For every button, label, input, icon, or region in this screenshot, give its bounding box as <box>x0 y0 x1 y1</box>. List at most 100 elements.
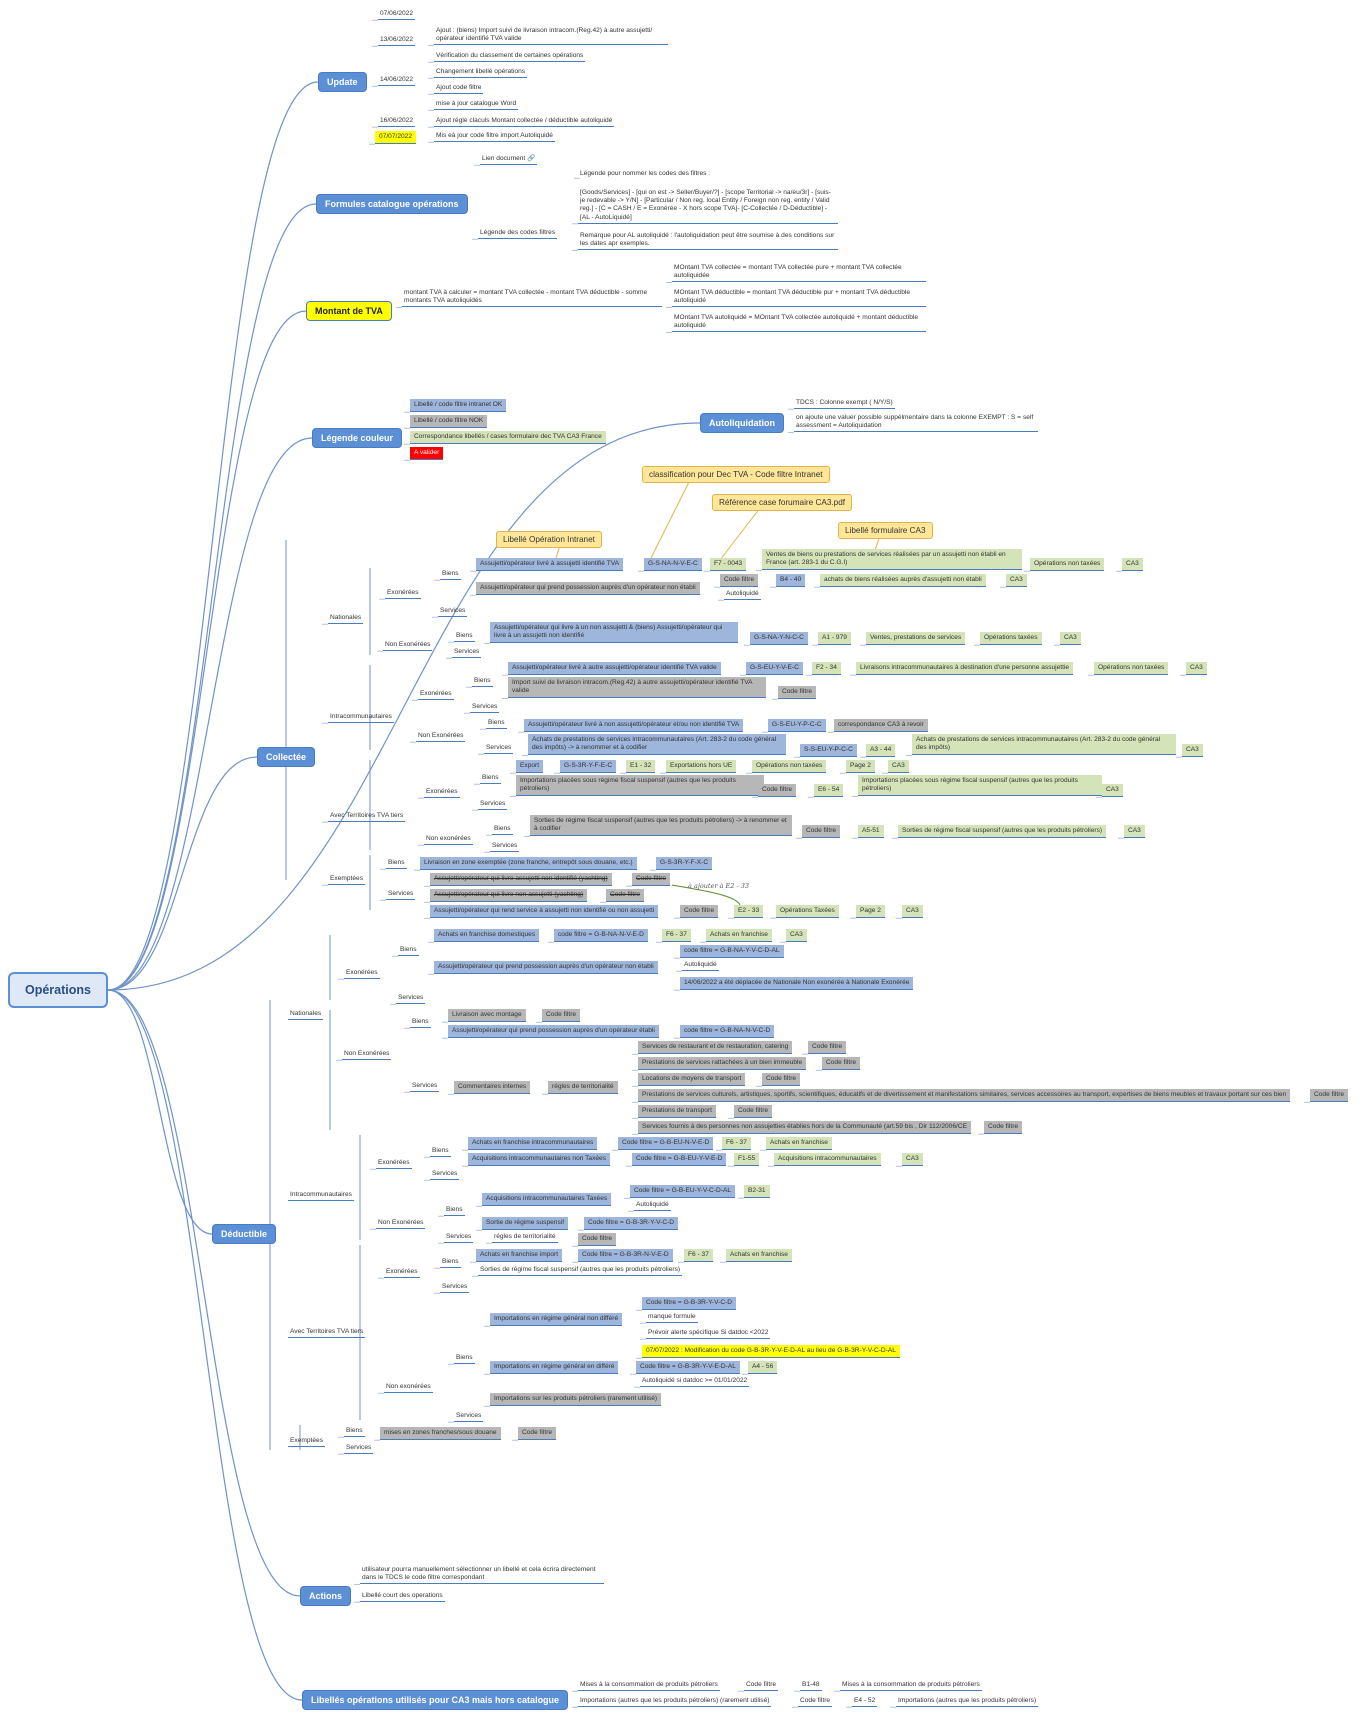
op-label[interactable]: Assujetti/opérateur qui livre à un non a… <box>490 622 738 644</box>
libelle-ca3: Achats en franchise <box>766 1137 832 1151</box>
formules-node[interactable]: Formules catalogue opérations <box>316 194 468 214</box>
libelle-ca3: Achats en franchise <box>706 929 772 943</box>
case-ca3: B1-48 <box>800 1681 822 1692</box>
service-item[interactable]: Prestations de services rattachées à un … <box>638 1057 807 1071</box>
branch-exonerees: Exonérées <box>344 969 380 980</box>
op-label[interactable]: Import suivi de livraison intracom.(Reg.… <box>508 677 766 699</box>
code-filtre: Code filtre <box>758 784 797 798</box>
service-item[interactable]: Prestations de services culturels, artis… <box>638 1089 1291 1103</box>
autoliquidation-node[interactable]: Autoliquidation <box>700 413 784 433</box>
ca3-label: CA3 <box>1006 574 1027 588</box>
op-label[interactable]: Assujetti/opérateur livré à assujetti id… <box>476 558 624 572</box>
op-label[interactable]: Livraison en zone exemptée (zone franche… <box>420 857 637 871</box>
branch-services: Services <box>470 703 500 714</box>
op-label[interactable]: Acquisitions intracommunautaires non Tax… <box>468 1153 611 1167</box>
hors-catalogue-node[interactable]: Libellés opérations utilisés pour CA3 ma… <box>302 1690 569 1710</box>
service-item[interactable]: Prestations de transport <box>638 1105 717 1119</box>
montant-node[interactable]: Montant de TVA <box>306 301 392 321</box>
legende-text-1: Légende pour nommer les codes des filtre… <box>580 170 711 177</box>
service-item[interactable]: Locations de moyens de transport <box>638 1073 746 1087</box>
note: Autoliquidé si datdoc >= 01/01/2022 <box>640 1377 750 1388</box>
case-ca3: F7 - 0043 <box>710 558 747 572</box>
root-node[interactable]: Opérations <box>8 972 108 1008</box>
case-ca3: B2-31 <box>744 1185 770 1199</box>
case-ca3: A1 - 979 <box>818 632 851 646</box>
service-item[interactable]: Services fournis à des personnes non ass… <box>638 1121 971 1135</box>
case-ca3: F1-55 <box>734 1153 760 1167</box>
commentaires-internes: Commentaires internes <box>454 1081 531 1095</box>
op-label[interactable]: Sorties de régime fiscal suspensif (autr… <box>478 1266 683 1277</box>
branch-non-exonerees: Non exonérées <box>424 835 473 846</box>
update-date-5: 07/07/2022 <box>375 131 417 145</box>
branch-non-exonerees: Non Exonérées <box>383 641 433 652</box>
op-label[interactable]: Assujetti/opérateur qui livre assujetti … <box>430 873 612 887</box>
branch-biens: Biens <box>410 1018 431 1029</box>
montant-deductible: MOntant TVA déductible = montant TVA déd… <box>672 289 926 308</box>
op-label[interactable]: Acquisitions intracommunautaires Taxées <box>482 1193 612 1207</box>
connector <box>107 203 317 991</box>
callout-classification: classification pour Dec TVA - Code filtr… <box>642 466 830 483</box>
op-label[interactable]: Achats en franchise import <box>476 1249 563 1263</box>
legende-couleur-node[interactable]: Légende couleur <box>312 428 403 448</box>
op-label[interactable]: Assujetti/opérateur qui prend possession… <box>434 961 658 975</box>
op-label[interactable]: Assujetti/opérateur livré à non assujett… <box>524 719 744 733</box>
connector <box>649 479 691 561</box>
case-ca3: E4 - 52 <box>852 1697 878 1708</box>
branch-biens: Biens <box>492 825 513 836</box>
op-label[interactable]: Importations (autres que les produits pé… <box>578 1697 772 1708</box>
update-item: mise à jour catalogue Word <box>434 100 519 111</box>
branch-exonerees: Exonérées <box>424 788 460 799</box>
ops-type: Opérations non taxées <box>1030 558 1105 572</box>
branch-services: Services <box>386 890 416 901</box>
montant-autoliquide: MOntant TVA autoliquidé = MOntant TVA co… <box>672 314 926 333</box>
case-ca3: F6 - 37 <box>662 929 691 943</box>
connector <box>107 437 313 991</box>
op-label[interactable]: Assujetti/opérateur livré à autre assuje… <box>508 662 721 676</box>
code-filtre: Code filtre <box>632 873 671 887</box>
ca3-label: CA3 <box>1102 784 1123 798</box>
collectee-node[interactable]: Collectée <box>257 747 316 767</box>
branch-services: Services <box>454 1412 484 1423</box>
update-node[interactable]: Update <box>318 72 367 92</box>
autoliq-text-2: on ajoute une valuer possible suppélment… <box>794 414 1038 433</box>
actions-node[interactable]: Actions <box>300 1586 352 1606</box>
service-item[interactable]: Services de restaurant et de restauratio… <box>638 1041 793 1055</box>
op-label[interactable]: Sorties de régime fiscal suspensif (autr… <box>530 815 792 837</box>
branch-services: Services <box>430 1170 460 1181</box>
op-label[interactable]: Mises à la consommation de produits pétr… <box>578 1681 720 1692</box>
code-filtre: Code filtre = G-B-EU-Y-V-E-D <box>632 1153 727 1167</box>
op-label[interactable]: Export <box>516 760 544 774</box>
actions-text-2: Libellé court des operations <box>360 1592 445 1603</box>
branch-biens: Biens <box>440 570 461 581</box>
lien-document[interactable]: Lien document 🔗 <box>480 155 538 166</box>
callout-libelle-intranet: Libellé Opération Intranet <box>496 531 602 548</box>
op-label[interactable]: Assujetti/opérateur qui livre non assuje… <box>430 889 588 903</box>
connector <box>107 989 213 1235</box>
update-date-1: 07/06/2022 <box>378 10 416 21</box>
case-ca3: A4 - 56 <box>748 1361 778 1375</box>
libelle-ca3: Mises à la consommation de produits pétr… <box>840 1681 982 1692</box>
op-label[interactable]: Importations placées sous régime fiscal … <box>516 775 764 797</box>
op-label[interactable]: Assujetti/opérateur qui prend possession… <box>476 582 700 596</box>
op-label[interactable]: Achats en franchise intracommunautaires <box>468 1137 598 1151</box>
op-label[interactable]: mises en zones franches/sous douane <box>380 1427 501 1441</box>
op-label[interactable]: Importations en régime général en différ… <box>490 1361 619 1375</box>
op-label[interactable]: Assujetti/opérateur qui rend service à a… <box>430 905 659 919</box>
deductible-node[interactable]: Déductible <box>212 1224 277 1244</box>
op-label[interactable]: Achats de prestations de services intrac… <box>528 734 786 756</box>
connector <box>671 884 741 906</box>
op-label[interactable]: Achats en franchise domestiques <box>434 929 540 943</box>
branch-services: Services <box>344 1444 374 1455</box>
op-label[interactable]: Importations en régime général non diffé… <box>490 1313 623 1327</box>
code-filtre: S-S-EU-Y-P-C-C <box>800 744 857 758</box>
connector <box>107 422 701 991</box>
branch-exonerees: Exonérées <box>384 1268 420 1279</box>
op-label[interactable]: Sortie de régime suspensif <box>482 1217 569 1231</box>
op-label[interactable]: Assujetti/opérateur qui prend possession… <box>448 1025 659 1039</box>
op-label[interactable]: Importations sur les produits pétroliers… <box>490 1393 662 1407</box>
montant-formule: montant TVA à calculer = montant TVA col… <box>402 289 662 308</box>
op-label[interactable]: Livraison avec montage <box>448 1009 526 1023</box>
callout-libelle-ca3: Libellé formulaire CA3 <box>838 522 933 539</box>
code-filtre: Code filtre <box>1310 1089 1349 1103</box>
branch-non-exonerees: Non exonérées <box>384 1383 433 1394</box>
